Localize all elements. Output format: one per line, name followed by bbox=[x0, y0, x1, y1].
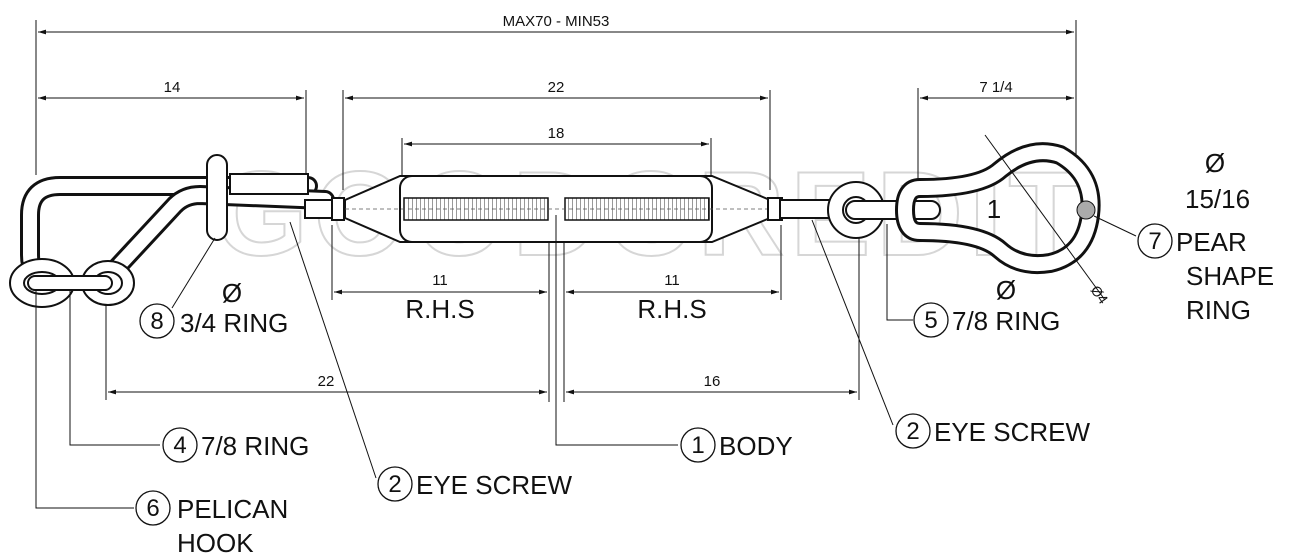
svg-text:2: 2 bbox=[388, 471, 401, 498]
pear-gap-label: 1 bbox=[987, 194, 1001, 224]
lower-right-dimension: 16 bbox=[566, 215, 860, 400]
ring-8 bbox=[206, 154, 228, 241]
right-eye-screw-shank bbox=[779, 199, 831, 219]
callout-5: 5 Ø 7/8 RING bbox=[913, 275, 1060, 338]
callout-7-dia: 15/16 bbox=[1185, 184, 1250, 214]
callout-2-left-text: EYE SCREW bbox=[416, 470, 572, 500]
turnbuckle-body bbox=[344, 175, 771, 243]
callout-4-text: 7/8 RING bbox=[201, 431, 309, 461]
pear-dimension-label: 7 1/4 bbox=[979, 79, 1012, 96]
callout-8-text: 3/4 RING bbox=[180, 308, 288, 338]
callout-6-text: PELICAN bbox=[177, 494, 288, 524]
right-thread-dimension: 11 R.H.S bbox=[566, 225, 782, 324]
callout-1-text: BODY bbox=[719, 431, 793, 461]
callout-5-text: 7/8 RING bbox=[952, 306, 1060, 336]
callout-2-right: 2 EYE SCREW bbox=[895, 413, 1090, 449]
pelican-hook bbox=[9, 154, 335, 308]
pear-wire-dia-label: Ø4 bbox=[1088, 282, 1112, 307]
right-thread-type: R.H.S bbox=[637, 294, 706, 324]
svg-text:2: 2 bbox=[906, 418, 919, 445]
callout-8-symbol: Ø bbox=[222, 278, 242, 308]
right-eye-and-ring-5 bbox=[827, 181, 941, 239]
lower-left-dimension-label: 22 bbox=[318, 373, 335, 390]
svg-text:8: 8 bbox=[150, 308, 163, 335]
body-dimension: 22 bbox=[342, 79, 771, 190]
leader-lines bbox=[35, 215, 1137, 509]
svg-text:1: 1 bbox=[691, 432, 704, 459]
callout-2-right-text: EYE SCREW bbox=[934, 417, 1090, 447]
callout-4: 4 7/8 RING bbox=[162, 427, 309, 463]
svg-text:4: 4 bbox=[173, 432, 186, 459]
lower-right-dimension-label: 16 bbox=[704, 373, 721, 390]
svg-text:7: 7 bbox=[1148, 228, 1161, 255]
hook-latch bbox=[229, 173, 309, 195]
hook-dimension-label: 14 bbox=[164, 79, 181, 96]
left-eye-screw-collar bbox=[331, 197, 345, 221]
callout-1: 1 BODY bbox=[680, 427, 793, 463]
callout-5-symbol: Ø bbox=[996, 275, 1016, 305]
callout-7-text3: RING bbox=[1186, 295, 1251, 325]
ring-5 bbox=[845, 200, 941, 220]
left-thread-dimension-label: 11 bbox=[432, 272, 448, 289]
callout-7-text: PEAR bbox=[1176, 227, 1247, 257]
thread-dimension-label: 18 bbox=[548, 125, 565, 142]
overall-dimension: MAX70 - MIN53 bbox=[35, 13, 1077, 175]
svg-text:5: 5 bbox=[924, 307, 937, 334]
thread-dimension: 18 bbox=[401, 125, 712, 185]
ring-4-bar bbox=[27, 275, 113, 291]
left-thread-dimension: 11 R.H.S bbox=[331, 225, 547, 324]
left-eye-screw-shank bbox=[304, 199, 336, 219]
callout-8: 8 Ø 3/4 RING bbox=[139, 278, 288, 339]
body-dimension-label: 22 bbox=[548, 79, 565, 96]
pear-dimension: 7 1/4 bbox=[917, 79, 1074, 190]
lower-left-dimension: 22 bbox=[105, 300, 547, 400]
callout-2-left: 2 EYE SCREW bbox=[377, 466, 572, 502]
pear-shape-ring: 1 Ø4 bbox=[895, 134, 1112, 307]
overall-dimension-label: MAX70 - MIN53 bbox=[503, 13, 610, 30]
right-thread-dimension-label: 11 bbox=[664, 272, 680, 289]
callout-7-symbol: Ø bbox=[1205, 148, 1225, 178]
callout-7-text2: SHAPE bbox=[1186, 261, 1274, 291]
left-thread-type: R.H.S bbox=[405, 294, 474, 324]
callout-6-text2: HOOK bbox=[177, 528, 254, 558]
svg-text:6: 6 bbox=[146, 495, 159, 522]
pear-ring-wire-section bbox=[1076, 200, 1096, 220]
callout-6: 6 PELICAN HOOK bbox=[135, 490, 288, 558]
callout-7: Ø 15/16 7 PEAR SHAPE RING bbox=[1137, 148, 1274, 325]
